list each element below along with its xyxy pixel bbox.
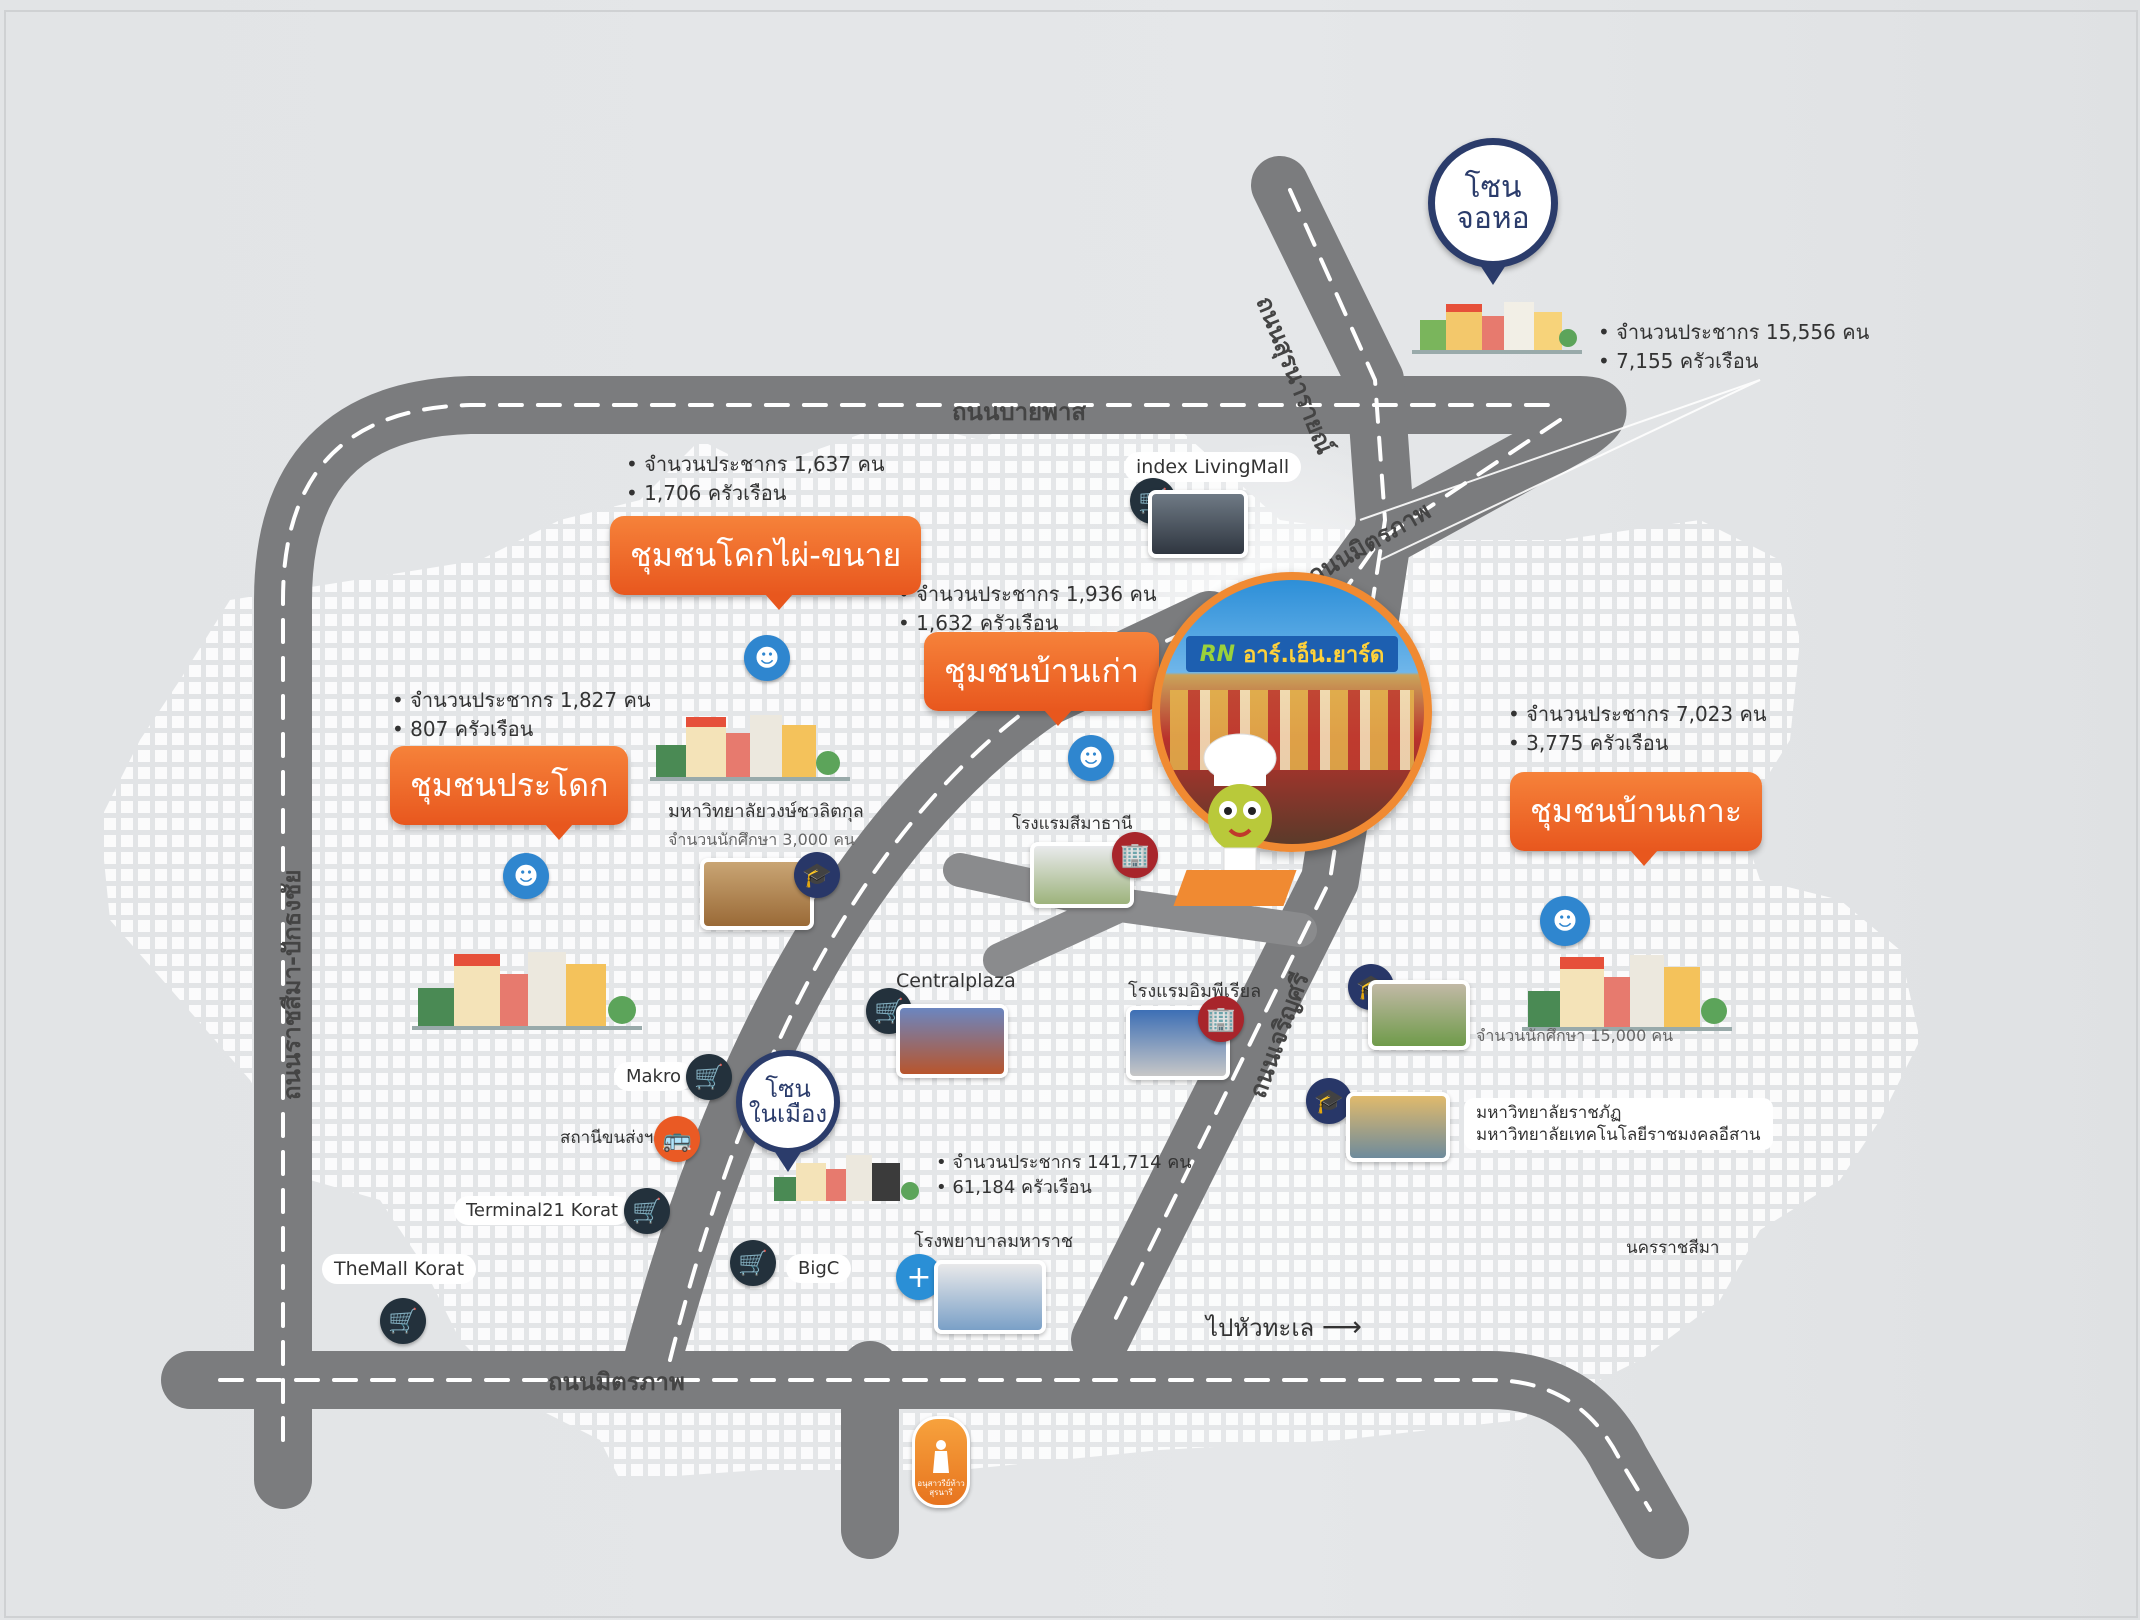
cart-icon-bigc[interactable]: 🛒 bbox=[730, 1240, 776, 1286]
community-icon-baankao[interactable]: ☻ bbox=[1068, 735, 1114, 781]
jorhor-population: • จำนวนประชากร 15,556 คน bbox=[1598, 320, 1870, 344]
bus-icon[interactable]: 🚌 bbox=[654, 1116, 700, 1162]
label-hospital: โรงพยาบาลมหาราช bbox=[914, 1231, 1074, 1252]
baankoh-households: • 3,775 ครัวเรือน bbox=[1508, 731, 1669, 755]
zone-city-line1: โซน bbox=[765, 1074, 811, 1103]
city-population: • จำนวนประชากร 141,714 คน bbox=[936, 1152, 1192, 1173]
label-bus-station: สถานีขนส่งฯ bbox=[560, 1128, 654, 1148]
town-illustration-jorhor bbox=[1412, 302, 1582, 354]
zone-pin-city[interactable]: โซน ในเมือง bbox=[736, 1050, 840, 1172]
label-rmuti: มหาวิทยาลัยเทคโนโลยีราชมงคลอีสาน bbox=[1476, 1125, 1761, 1145]
rn-yard-platform bbox=[1173, 870, 1297, 906]
pradok-stats: • จำนวนประชากร 1,827 คน • 807 ครัวเรือน bbox=[392, 686, 651, 744]
zone-jorhor-line2: จอหอ bbox=[1456, 201, 1530, 236]
cart-icon-terminal21[interactable]: 🛒 bbox=[624, 1188, 670, 1234]
baankoh-stats: • จำนวนประชากร 7,023 คน • 3,775 ครัวเรือ… bbox=[1508, 700, 1767, 758]
zone-city-line2: ในเมือง bbox=[748, 1100, 828, 1128]
baankoh-population: • จำนวนประชากร 7,023 คน bbox=[1508, 702, 1767, 726]
hotel-icon-sima[interactable]: 🏢 bbox=[1112, 832, 1158, 878]
baankao-population: • จำนวนประชากร 1,936 คน bbox=[898, 582, 1157, 606]
label-vongchavalitkul: มหาวิทยาลัยวงษ์ชวลิตกุล bbox=[668, 801, 864, 822]
town-illustration-baankoh bbox=[1522, 955, 1732, 1031]
label-index-livingmall: index LivingMall bbox=[1124, 452, 1302, 482]
graduation-cap-icon-rajabhat[interactable]: 🎓 bbox=[1306, 1078, 1352, 1124]
zone-pin-jorhor[interactable]: โซน จอหอ bbox=[1428, 138, 1558, 285]
label-imperial-hotel: โรงแรมอิมพีเรียล bbox=[1128, 981, 1262, 1002]
community-icon-pradok[interactable]: ☻ bbox=[503, 853, 549, 899]
community-icon-kokphai[interactable]: ☻ bbox=[744, 635, 790, 681]
city-stats: • จำนวนประชากร 141,714 คน • 61,184 ครัวเ… bbox=[936, 1150, 1192, 1200]
label-nakhon-ratchasima: นครราชสีมา bbox=[1626, 1238, 1720, 1258]
kokphai-stats: • จำนวนประชากร 1,637 คน • 1,706 ครัวเรือ… bbox=[626, 450, 885, 508]
label-rajabhat: มหาวิทยาลัยราชภัฏ bbox=[1476, 1103, 1622, 1123]
road-label-mittraphap-bottom: ถนนมิตรภาพ bbox=[548, 1368, 685, 1396]
pradok-population: • จำนวนประชากร 1,827 คน bbox=[392, 688, 651, 712]
hotel-icon-imperial[interactable]: 🏢 bbox=[1198, 996, 1244, 1042]
rn-logo: RN bbox=[1199, 641, 1236, 667]
callout-baankao[interactable]: ชุมชนบ้านเก่า bbox=[924, 632, 1159, 726]
road-label-bypass: ถนนบายพาส bbox=[952, 398, 1087, 426]
cart-icon-makro[interactable]: 🛒 bbox=[686, 1054, 732, 1100]
rn-yard-sign: RN อาร์.เอ็น.ยาร์ด bbox=[1186, 636, 1398, 672]
photo-hospital bbox=[934, 1260, 1046, 1334]
label-to-hua-thale: ไปหัวทะเล ⟶ bbox=[1206, 1308, 1362, 1347]
jorhor-households: • 7,155 ครัวเรือน bbox=[1598, 349, 1759, 373]
graduation-cap-icon-vongchavalitkul[interactable]: 🎓 bbox=[794, 852, 840, 898]
photo-index-livingmall bbox=[1148, 490, 1248, 558]
photo-centralplaza bbox=[896, 1004, 1008, 1078]
map-frame bbox=[4, 10, 2138, 1618]
chef-mascot bbox=[1203, 733, 1277, 902]
road-label-ratchasima: ถนนราชสีมา-ปักธงชัย bbox=[278, 869, 306, 1100]
community-icon-baankoh[interactable]: ☻ bbox=[1540, 896, 1590, 946]
baankao-households: • 1,632 ครัวเรือน bbox=[898, 611, 1059, 635]
label-centralplaza: Centralplaza bbox=[896, 970, 1016, 992]
jorhor-stats: • จำนวนประชากร 15,556 คน • 7,155 ครัวเรื… bbox=[1598, 318, 1869, 376]
rn-yard-feature[interactable]: RN อาร์.เอ็น.ยาร์ด bbox=[1152, 572, 1432, 852]
label-rajabhat-box: มหาวิทยาลัยราชภัฏ มหาวิทยาลัยเทคโนโลยีรา… bbox=[1464, 1098, 1773, 1150]
label-themall: TheMall Korat bbox=[322, 1254, 477, 1284]
label-suranaree-students: จำนวนนักศึกษา 15,000 คน bbox=[1476, 1026, 1674, 1045]
callout-baankoh[interactable]: ชุมชนบ้านเกาะ bbox=[1510, 772, 1763, 866]
kokphai-population: • จำนวนประชากร 1,637 คน bbox=[626, 452, 885, 476]
arrow-right-icon: ⟶ bbox=[1321, 1310, 1363, 1343]
town-illustration-city bbox=[774, 1155, 919, 1201]
label-vongchavalitkul-students: จำนวนนักศึกษา 3,000 คน bbox=[668, 830, 855, 849]
pradok-households: • 807 ครัวเรือน bbox=[392, 717, 534, 741]
photo-suranaree bbox=[1368, 980, 1470, 1050]
monument-statue-icon bbox=[933, 1440, 949, 1473]
kokphai-households: • 1,706 ครัวเรือน bbox=[626, 481, 787, 505]
zone-jorhor-line1: โซน bbox=[1464, 169, 1522, 205]
monument-badge[interactable]: อนุสาวรีย์ท้าวสุรนารี bbox=[912, 1416, 970, 1508]
city-households: • 61,184 ครัวเรือน bbox=[936, 1177, 1092, 1198]
callout-pradok[interactable]: ชุมชนประโดก bbox=[390, 746, 629, 840]
to-hua-thale-text: ไปหัวทะเล bbox=[1206, 1314, 1315, 1342]
baankao-stats: • จำนวนประชากร 1,936 คน • 1,632 ครัวเรือ… bbox=[898, 580, 1157, 638]
photo-rajabhat bbox=[1346, 1092, 1450, 1162]
callout-kokphai[interactable]: ชุมชนโคกไผ่-ขนาย bbox=[610, 516, 922, 610]
label-sima-hotel: โรงแรมสีมาธานี bbox=[1012, 814, 1133, 834]
label-makro: Makro bbox=[614, 1062, 694, 1091]
label-bigc: BigC bbox=[786, 1254, 852, 1283]
label-terminal21: Terminal21 Korat bbox=[454, 1196, 631, 1225]
town-illustration-pradok bbox=[412, 952, 642, 1030]
town-illustration-kokphai bbox=[650, 715, 850, 781]
cart-icon-themall[interactable]: 🛒 bbox=[380, 1298, 426, 1344]
monument-label: อนุสาวรีย์ท้าวสุรนารี bbox=[917, 1479, 965, 1497]
rn-yard-name: อาร์.เอ็น.ยาร์ด bbox=[1243, 642, 1385, 668]
